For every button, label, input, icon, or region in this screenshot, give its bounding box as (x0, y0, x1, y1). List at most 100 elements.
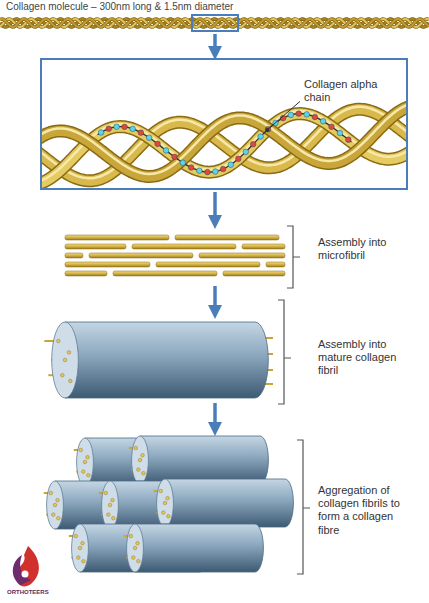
helix-strand (0, 19, 429, 27)
amino-acid-dot (138, 130, 144, 136)
stage-label: Assembly into microfibril (318, 236, 418, 262)
cylinder-face (157, 479, 174, 527)
down-arrow (213, 34, 217, 55)
collagen-rod (156, 262, 260, 267)
rod-end (136, 541, 140, 545)
amino-acid-dot (114, 124, 120, 130)
bracket (297, 440, 310, 574)
amino-acid-dot (188, 165, 194, 171)
rod-end (162, 511, 166, 515)
down-arrow (213, 192, 217, 224)
amino-acid-dot (180, 160, 186, 166)
fibril-cylinder (44, 322, 268, 398)
rod-end (77, 556, 81, 560)
amino-acid-dot (228, 162, 234, 168)
rod-end (132, 556, 136, 560)
cylinder-face (52, 322, 79, 398)
amino-acid-dot (250, 141, 256, 147)
rod-end (112, 516, 116, 520)
amino-acid-dot (220, 166, 226, 172)
amino-acid-dot (337, 130, 343, 136)
helix-strand (0, 19, 429, 27)
rod-end (104, 491, 108, 495)
amino-acid-dot (172, 154, 178, 160)
amino-acid-dot (258, 134, 264, 140)
rod-end (53, 503, 57, 507)
cylinder-face (127, 524, 144, 572)
triple-helix (42, 102, 406, 185)
collagen-rod (89, 253, 193, 258)
rod-end (81, 541, 85, 545)
rod-end (138, 458, 142, 462)
collagen-rod (199, 253, 285, 258)
rod-end (79, 448, 83, 452)
cylinder-body (140, 436, 268, 484)
rod-end (133, 546, 137, 550)
logo-mark (13, 546, 39, 586)
leader-dot (265, 128, 269, 132)
bracket (278, 300, 291, 404)
collagen-rod (65, 244, 126, 249)
zoom-frame (192, 15, 238, 31)
collagen-rod (175, 235, 279, 240)
rod-end (167, 514, 171, 518)
amino-acid-dot (296, 111, 302, 117)
amino-acid-dot (329, 124, 335, 130)
alpha-strand (42, 105, 406, 176)
rod-end (86, 455, 90, 459)
collagen-rod (266, 262, 285, 267)
rod-end (166, 496, 170, 500)
amino-acid-dot (130, 126, 136, 132)
cylinder-face (132, 436, 149, 484)
amino-acid-dot (205, 169, 211, 175)
amino-acid-dot (197, 168, 203, 174)
amino-acid-dot (106, 126, 112, 132)
collagen-fibre (44, 436, 294, 572)
amino-acid-dot (122, 124, 128, 130)
stage-label: Aggregation of collagen fibrils to form … (318, 484, 410, 537)
collagen-rod (65, 253, 83, 258)
helix-strand (0, 19, 429, 27)
rod-end (137, 468, 141, 472)
helix-strand (0, 19, 429, 27)
rod-end (74, 534, 78, 538)
collagen-rod (242, 244, 285, 249)
collagen-rod (132, 244, 236, 249)
cylinder-body (165, 479, 293, 527)
collagen-rod (223, 271, 285, 276)
alpha-strand (42, 105, 406, 176)
microfibril (65, 235, 285, 276)
rod-end (56, 498, 60, 502)
leader-line (267, 101, 300, 130)
strand-highlight (42, 102, 406, 173)
amino-acid-dot (213, 169, 219, 175)
collagen-rod (65, 262, 150, 267)
rod-end (107, 513, 111, 517)
rod-end (52, 513, 56, 517)
rod-end (57, 339, 61, 343)
amino-acid-dot (146, 135, 152, 141)
rod-end (108, 503, 112, 507)
cylinder-body (135, 524, 263, 572)
collagen-rod (113, 271, 217, 276)
bracket (287, 226, 300, 288)
magnified-inset: Collagen alpha chain (40, 58, 408, 190)
collagen-molecule (0, 19, 429, 27)
rod-end (159, 489, 163, 493)
amino-acid-dot (98, 130, 104, 136)
cylinder-face (47, 481, 64, 529)
cylinder-face (102, 481, 119, 529)
stage-label: Assembly into mature collagen fibril (318, 338, 418, 378)
collagen-rod (65, 271, 107, 276)
amino-acid-dot (236, 156, 242, 162)
title-text: Collagen molecule – 300nm long & 1.5nm d… (6, 1, 233, 13)
amino-acid-dot (312, 114, 318, 120)
mature-fibril (44, 322, 273, 398)
rod-end (63, 358, 67, 362)
rod-end (83, 460, 87, 464)
rod-end (57, 516, 61, 520)
rod-end (142, 471, 146, 475)
helix-strand (0, 19, 429, 27)
rod-end (49, 491, 53, 495)
logo-text: ORTHOTEERS (7, 589, 67, 596)
